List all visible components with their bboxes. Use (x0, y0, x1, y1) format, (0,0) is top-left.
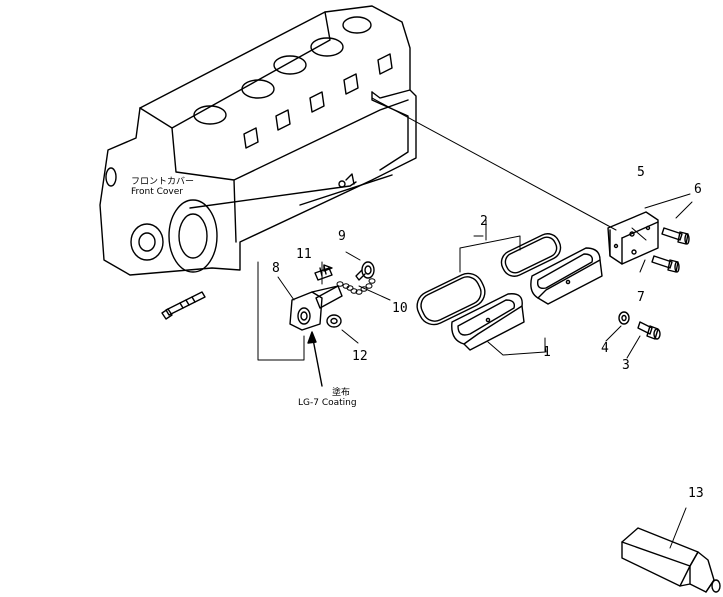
tool-part-13 (622, 528, 720, 592)
callout-9: 9 (338, 229, 346, 244)
callout-10: 10 (392, 301, 408, 316)
callout-11: 11 (296, 247, 312, 262)
callout-12: 12 (352, 349, 368, 364)
leader-lines (258, 98, 692, 548)
bolt-part-3 (638, 322, 660, 339)
callout-4: 4 (601, 341, 609, 356)
front-cover-label-jp: フロントカバー (131, 177, 195, 187)
bolt-part-6 (662, 228, 689, 244)
plate-part-5 (608, 212, 658, 264)
front-cover-label-en: Front Cover (131, 187, 183, 198)
engine-block (100, 6, 416, 275)
cover-part-1 (452, 248, 602, 350)
coating-label-en: LG-7 Coating (298, 398, 357, 409)
gasket-part-2 (412, 230, 564, 330)
callout-5: 5 (637, 165, 645, 180)
bolt-part-7 (652, 256, 679, 272)
callout-8: 8 (272, 261, 280, 276)
flange-part-8 (290, 286, 342, 330)
callout-7: 7 (637, 290, 645, 305)
bolt-part-11 (315, 265, 332, 280)
coating-label: 塗布 LG-7 Coating (298, 388, 357, 409)
chain-part-10 (337, 279, 375, 295)
plug-part-9 (356, 262, 374, 280)
callout-2: 2 (480, 214, 488, 229)
loose-bolt (162, 292, 205, 319)
callout-13: 13 (688, 486, 704, 501)
callout-6: 6 (694, 182, 702, 197)
callout-3: 3 (622, 358, 630, 373)
washer-part-4 (619, 312, 629, 324)
coating-label-jp: 塗布 (332, 388, 351, 398)
coating-arrow (308, 332, 322, 386)
nut-part-12 (327, 315, 341, 327)
front-cover-label: フロントカバー Front Cover (131, 177, 194, 198)
callout-1: 1 (543, 345, 551, 360)
